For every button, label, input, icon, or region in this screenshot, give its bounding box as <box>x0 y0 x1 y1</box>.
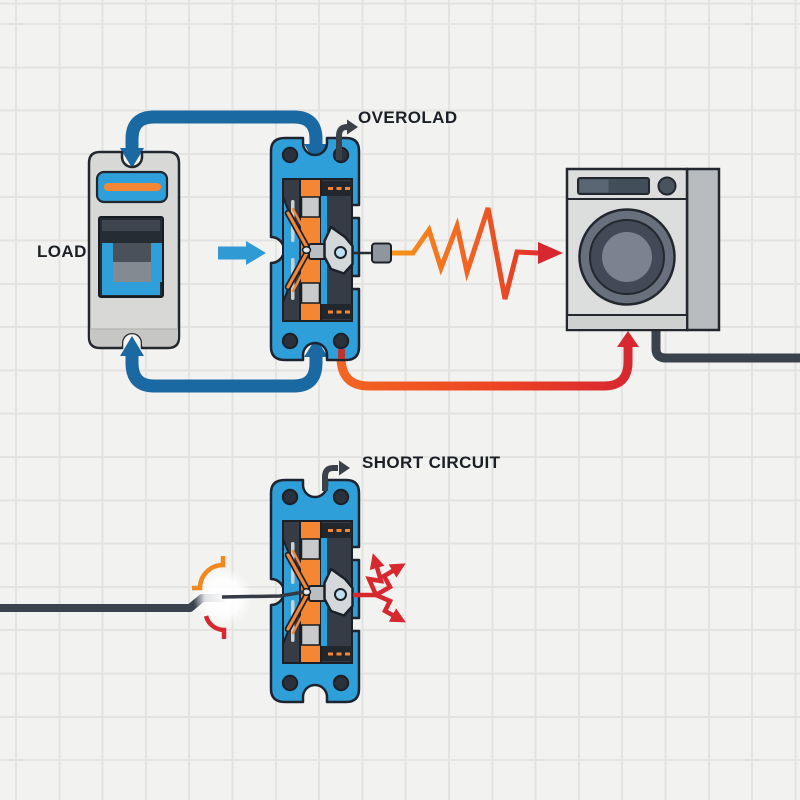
washer-door-icon <box>578 208 676 306</box>
breaker-toggle <box>98 216 164 298</box>
terminal-block <box>371 242 392 264</box>
circuit-breaker <box>87 150 181 350</box>
overload-zigzag-icon <box>392 207 563 300</box>
arrow-up-icon <box>120 336 144 356</box>
overload-return-wire <box>336 347 633 391</box>
label-overload: OVEROLAD <box>358 108 458 127</box>
label-load: LOAD <box>37 242 87 261</box>
broken-wire <box>0 567 253 627</box>
washer-knob-icon <box>657 176 677 196</box>
spark-arcs-icon <box>192 556 227 639</box>
arrow-up-icon <box>304 338 328 357</box>
short-circuit-callout-arrow-icon <box>322 460 350 491</box>
spark-explosion-icon <box>353 553 406 623</box>
flow-arrow-icon <box>218 241 266 265</box>
neutral-wire <box>651 328 800 363</box>
arrow-down-icon <box>120 148 144 168</box>
washing-machine <box>565 167 721 332</box>
trip-unit-short-circuit <box>271 480 359 702</box>
circuit-pipe-bottom <box>120 336 328 393</box>
overload-callout-arrow-icon <box>336 119 358 160</box>
arrow-up-icon <box>617 331 639 347</box>
label-short-circuit: SHORT CIRCUIT <box>362 453 501 472</box>
wire-stub <box>338 349 345 359</box>
thin-contact-wire <box>221 590 305 599</box>
breaker-indicator-bar <box>104 183 161 191</box>
trip-unit-overload <box>271 138 392 360</box>
